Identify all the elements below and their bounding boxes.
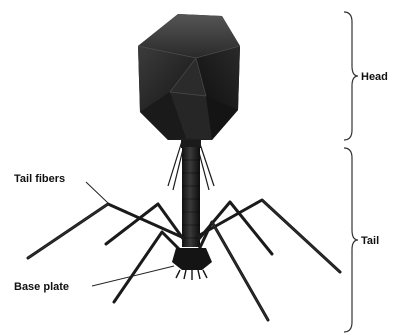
head-label: Head [361, 71, 388, 83]
tail-fiber-2 [106, 204, 184, 244]
tail-fibers-leader [86, 182, 108, 203]
tail-fiber-1 [28, 204, 184, 258]
tail-fibers-label: Tail fibers [14, 173, 65, 185]
base-plate [172, 248, 212, 280]
tail-bracket [344, 148, 358, 332]
sheath-body [182, 147, 200, 247]
tail-sheath [181, 140, 201, 247]
head-bracket [344, 12, 358, 140]
base-plate-leader [92, 266, 174, 286]
tail-fiber-3 [114, 232, 186, 302]
tail-label: Tail [361, 235, 379, 247]
phage-head [138, 14, 240, 140]
base-plate-label: Base plate [14, 281, 69, 293]
